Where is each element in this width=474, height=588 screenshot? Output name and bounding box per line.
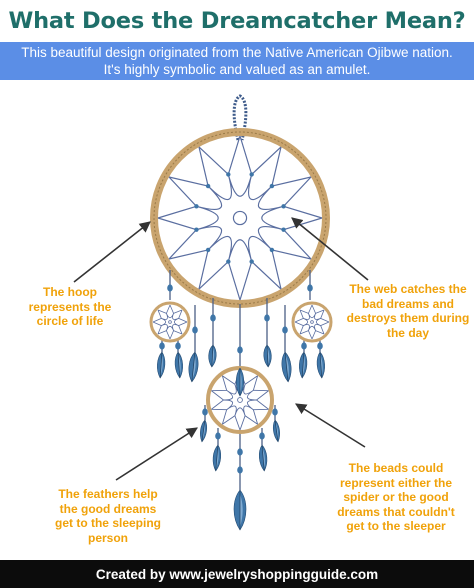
intro-banner: This beautiful design originated from th…	[0, 42, 474, 80]
beads	[159, 284, 323, 474]
beads-arrow	[295, 403, 366, 448]
web-annotation: The web catches the bad dreams and destr…	[346, 282, 470, 340]
hoop-arrow	[73, 221, 151, 283]
footer-credit: Created by www.jewelryshoppingguide.com	[0, 560, 474, 588]
main-web	[157, 135, 323, 301]
page-title: What Does the Dreamcatcher Mean?	[8, 8, 466, 34]
hoop-annotation: The hoop represents the circle of life	[28, 285, 112, 328]
web-arrow	[291, 217, 369, 281]
main-hoop	[150, 128, 330, 308]
annotation-arrows	[73, 217, 369, 481]
left-small-hoop	[149, 301, 191, 343]
hanging-loop	[232, 94, 248, 141]
feathers	[157, 344, 325, 531]
beads-annotation: The beads could represent either the spi…	[337, 461, 455, 533]
feathers-arrow	[115, 427, 198, 481]
feathers-annotation: The feathers help the good dreams get to…	[54, 487, 161, 545]
dreamcatcher-illustration	[73, 94, 369, 531]
right-small-hoop	[291, 301, 333, 343]
